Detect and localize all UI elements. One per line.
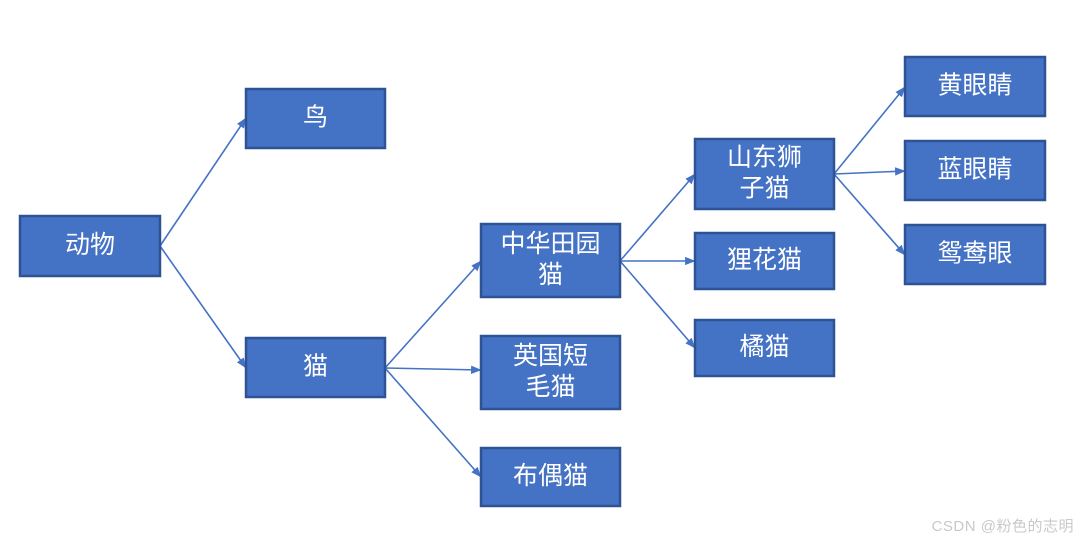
node-label-orange: 橘猫 <box>739 333 789 361</box>
node-orange[interactable]: 橘猫 <box>693 318 836 378</box>
node-label-china: 中华田园猫 <box>500 230 600 289</box>
node-cat[interactable]: 猫 <box>244 336 387 399</box>
node-box-shandong <box>693 137 836 211</box>
node-label-line: 布偶猫 <box>513 462 588 490</box>
edge-animal-to-cat <box>159 245 247 369</box>
node-label-line: 橘猫 <box>739 333 789 361</box>
node-label-line: 中华田园 <box>500 230 600 258</box>
node-yellow[interactable]: 黄眼睛 <box>903 55 1047 118</box>
node-label-line: 鸟 <box>303 103 328 131</box>
edges-layer <box>159 86 906 478</box>
edge-shandong-to-yellow <box>833 86 906 175</box>
edge-cat-to-ragdoll <box>384 367 482 478</box>
edge-china-to-shandong <box>619 173 696 262</box>
node-china[interactable]: 中华田园猫 <box>479 222 622 299</box>
node-box-animal <box>18 214 162 278</box>
edge-shandong-to-blue <box>833 167 906 176</box>
node-label-line: 猫 <box>538 261 563 289</box>
node-odd[interactable]: 鸳鸯眼 <box>903 223 1047 286</box>
node-label-line: 动物 <box>65 231 115 259</box>
edge-shandong-to-odd <box>833 173 906 256</box>
node-label-bird: 鸟 <box>303 103 328 131</box>
node-box-blue <box>903 139 1047 202</box>
node-label-line: 子猫 <box>739 174 789 202</box>
node-label-line: 黄眼睛 <box>937 71 1012 99</box>
edge-cat-to-china <box>384 260 482 369</box>
node-label-line: 英国短 <box>513 342 588 370</box>
node-label-line: 山东狮 <box>727 143 802 171</box>
node-box-lihua <box>693 231 836 291</box>
node-label-animal: 动物 <box>65 231 115 259</box>
node-shandong[interactable]: 山东狮子猫 <box>693 137 836 211</box>
node-ragdoll[interactable]: 布偶猫 <box>479 446 622 508</box>
node-box-british <box>479 334 622 411</box>
csdn-watermark: CSDN @粉色的志明 <box>931 518 1074 535</box>
node-box-yellow <box>903 55 1047 118</box>
node-label-line: 毛猫 <box>525 373 575 401</box>
edge-cat-to-british <box>384 365 482 374</box>
node-british[interactable]: 英国短毛猫 <box>479 334 622 411</box>
node-box-odd <box>903 223 1047 286</box>
edge-animal-to-bird <box>159 117 247 247</box>
node-label-cat: 猫 <box>303 352 328 380</box>
node-box-bird <box>244 87 387 150</box>
node-label-yellow: 黄眼睛 <box>937 71 1012 99</box>
node-box-ragdoll <box>479 446 622 508</box>
node-label-british: 英国短毛猫 <box>513 342 588 401</box>
node-label-lihua: 狸花猫 <box>727 246 802 274</box>
node-blue[interactable]: 蓝眼睛 <box>903 139 1047 202</box>
node-bird[interactable]: 鸟 <box>244 87 387 150</box>
node-label-ragdoll: 布偶猫 <box>513 462 588 490</box>
node-label-blue: 蓝眼睛 <box>937 155 1012 183</box>
node-label-line: 猫 <box>303 352 328 380</box>
node-box-cat <box>244 336 387 399</box>
node-lihua[interactable]: 狸花猫 <box>693 231 836 291</box>
node-label-line: 蓝眼睛 <box>937 155 1012 183</box>
node-label-odd: 鸳鸯眼 <box>937 239 1012 267</box>
node-animal[interactable]: 动物 <box>18 214 162 278</box>
node-box-china <box>479 222 622 299</box>
node-label-line: 鸳鸯眼 <box>937 239 1012 267</box>
node-label-line: 狸花猫 <box>727 246 802 274</box>
node-label-shandong: 山东狮子猫 <box>727 143 802 202</box>
node-box-orange <box>693 318 836 378</box>
edge-china-to-orange <box>619 260 696 349</box>
